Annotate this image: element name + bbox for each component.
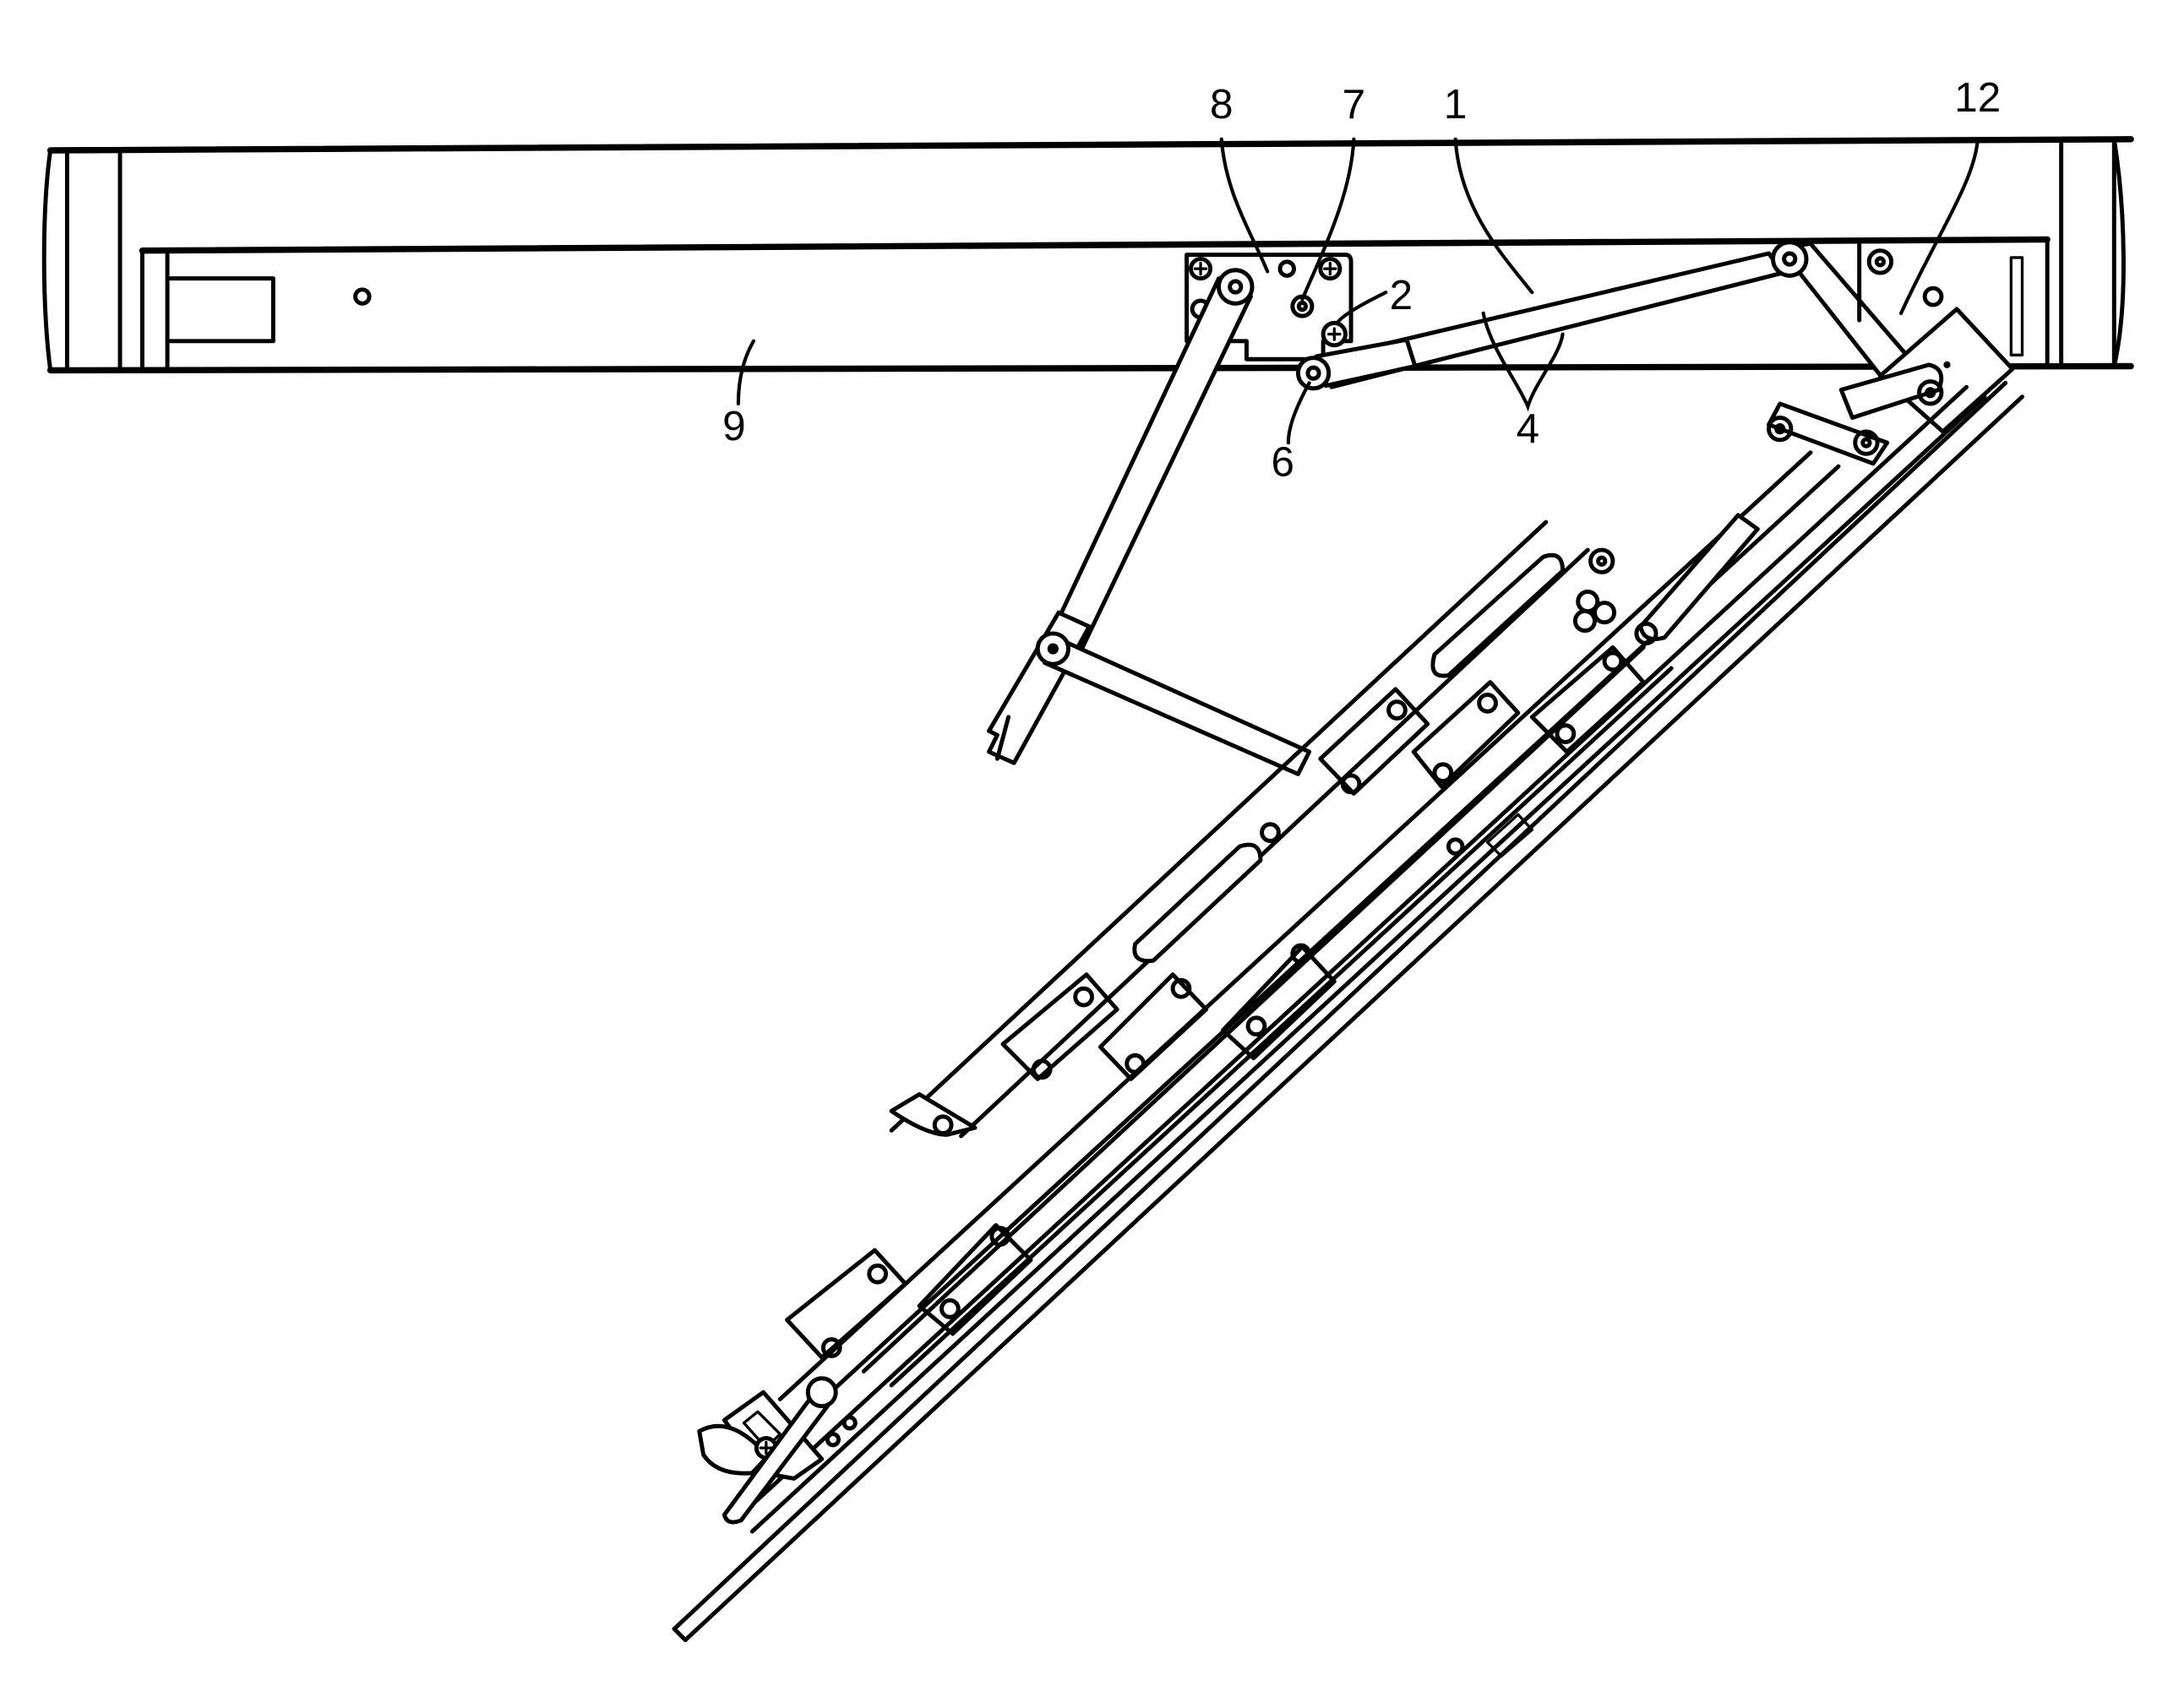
ladder-stiles (672, 380, 2024, 1643)
side-rail-9 (139, 236, 2051, 373)
step-brackets (785, 644, 1646, 1360)
mounting-plate-8 (1185, 253, 1353, 362)
label-12: 12 (1954, 74, 2001, 121)
leader-lines (736, 137, 1980, 445)
label-7: 7 (1343, 81, 1366, 128)
ladder-foot (697, 1376, 858, 1525)
gas-strut-1 (1295, 251, 1785, 391)
reference-labels: 8 7 1 12 2 9 6 4 (722, 74, 2001, 486)
label-1: 1 (1444, 81, 1468, 128)
strut-eye-6 (1295, 356, 1332, 391)
rail-hole-icon (353, 287, 372, 306)
label-6: 6 (1272, 439, 1295, 486)
label-8: 8 (1210, 81, 1234, 128)
hinge-bracket-12 (1767, 240, 2015, 466)
screw-icon (1189, 257, 1213, 281)
hole-icon (1277, 259, 1296, 278)
hatch-frame (41, 136, 2134, 374)
label-9: 9 (722, 403, 746, 449)
swing-arm (987, 268, 1312, 776)
label-4: 4 (1517, 405, 1540, 452)
label-2: 2 (1390, 272, 1413, 318)
screw-icon (1318, 257, 1343, 281)
